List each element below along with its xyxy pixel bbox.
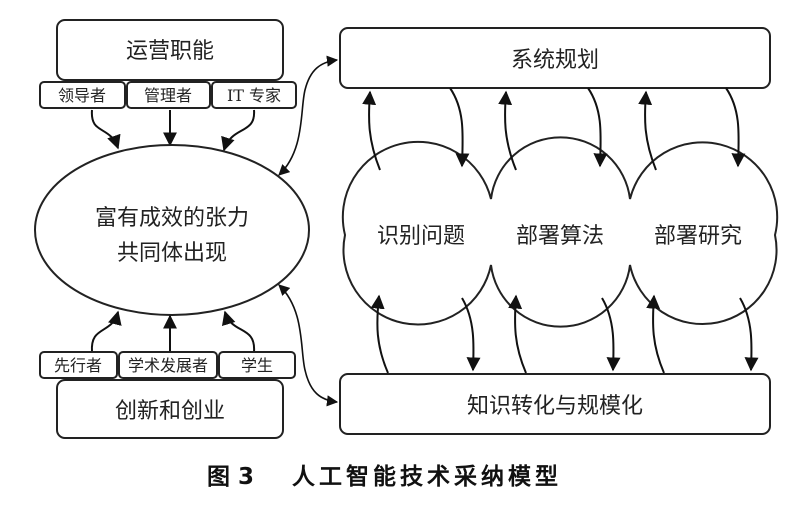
knowledge-transfer-box <box>339 373 771 435</box>
arrow-leader-to-center <box>90 109 121 150</box>
arrow-planning-to-research <box>725 87 746 168</box>
knowledge-transfer-label: 知识转化与规模化 <box>467 394 643 419</box>
role-pioneer: 先行者 <box>54 356 102 375</box>
innovation-box <box>56 379 284 439</box>
role-box-leader <box>39 81 126 109</box>
arrow-pioneer-to-center <box>90 310 122 353</box>
role-student: 学生 <box>241 356 273 375</box>
arrow-center-system-planning <box>278 55 339 176</box>
role-box-pioneer <box>39 351 118 379</box>
figure-label: 图 3 <box>207 464 254 490</box>
arrow-identify-to-transfer <box>461 297 481 372</box>
operations-box <box>56 19 284 81</box>
center-line1: 富有成效的张力 <box>95 206 249 231</box>
arrow-planning-to-identify <box>449 87 470 168</box>
arrow-it-expert-to-center <box>221 109 256 152</box>
arrow-transfer-to-research <box>646 294 665 374</box>
stage-identify-problem: 识别问题 <box>377 224 465 249</box>
stage-deploy-research: 部署研究 <box>654 224 742 249</box>
stage-deploy-algorithm: 部署算法 <box>516 224 604 249</box>
innovation-title: 创新和创业 <box>115 399 225 424</box>
arrow-student-to-center <box>221 310 256 353</box>
role-box-manager <box>126 81 211 109</box>
arrow-planning-to-algorithm <box>587 87 608 168</box>
center-line2: 共同体出现 <box>117 241 227 266</box>
innovation-group: 先行者 学术发展者 学生 创新和创业 <box>39 351 296 439</box>
stages-circles-outline <box>341 136 779 328</box>
arrow-algorithm-to-planning <box>498 90 517 171</box>
arrow-identify-to-planning <box>362 90 381 171</box>
arrow-center-knowledge-transfer <box>278 284 339 407</box>
role-box-academic <box>118 351 218 379</box>
role-leader: 领导者 <box>58 86 106 105</box>
operations-group: 运营职能 领导者 管理者 IT 专家 <box>39 19 297 109</box>
system-planning-box <box>339 27 771 89</box>
figure-title: 人工智能技术采纳模型 <box>292 463 562 490</box>
role-it-expert: IT 专家 <box>227 86 281 105</box>
arrow-research-to-transfer <box>739 297 759 372</box>
system-planning-label: 系统规划 <box>511 48 599 73</box>
arrow-transfer-to-algorithm <box>508 294 527 374</box>
role-academic: 学术发展者 <box>128 356 208 375</box>
role-manager: 管理者 <box>144 86 192 105</box>
arrow-algorithm-to-transfer <box>601 297 621 372</box>
arrow-transfer-to-identify <box>370 294 389 374</box>
arrow-research-to-planning <box>638 90 657 171</box>
operations-title: 运营职能 <box>126 39 214 64</box>
